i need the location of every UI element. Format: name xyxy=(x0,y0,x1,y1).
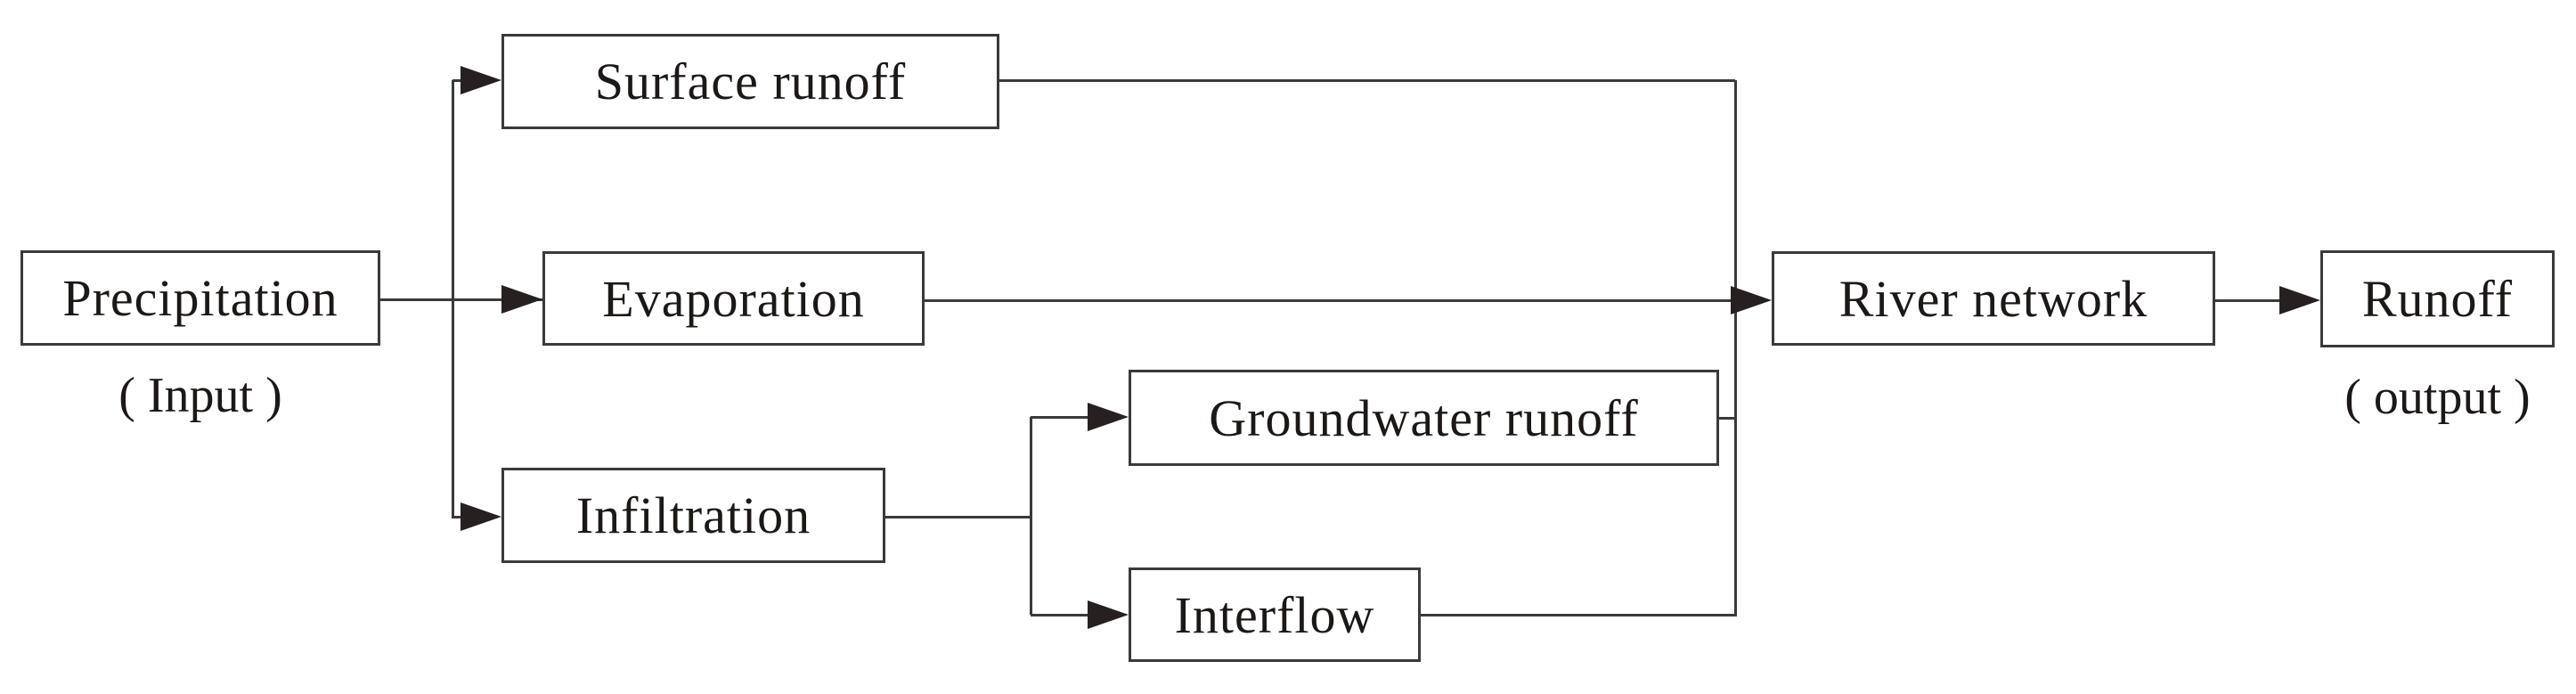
node-evaporation: Evaporation xyxy=(542,251,925,346)
arrowhead-right-icon xyxy=(1731,286,1772,314)
connector-segment xyxy=(885,516,1032,518)
node-interflow: Interflow xyxy=(1129,567,1421,662)
arrowhead-right-icon xyxy=(461,66,501,94)
node-precipitation: Precipitation xyxy=(20,250,380,346)
caption-runoff: ( output ) xyxy=(2344,370,2531,425)
connector-segment xyxy=(380,298,542,301)
arrowhead-right-icon xyxy=(2279,286,2320,314)
connector-segment xyxy=(2215,299,2291,302)
node-groundwater-runoff: Groundwater runoff xyxy=(1129,370,1719,466)
connector-segment xyxy=(925,299,1744,302)
node-runoff: Runoff xyxy=(2320,250,2555,347)
connector-segment xyxy=(1030,417,1032,615)
node-surface-runoff: Surface runoff xyxy=(501,34,999,129)
arrowhead-right-icon xyxy=(461,502,501,531)
caption-precipitation: ( Input ) xyxy=(118,368,282,423)
connector-segment xyxy=(1421,614,1737,616)
connector-segment xyxy=(452,80,454,518)
node-river-network: River network xyxy=(1772,251,2215,346)
connector-segment xyxy=(1734,80,1737,615)
connector-segment xyxy=(1031,416,1102,419)
connector-segment xyxy=(999,79,1735,82)
arrowhead-right-icon xyxy=(1088,600,1129,629)
connector-segment xyxy=(1719,417,1737,420)
arrowhead-right-icon xyxy=(1088,403,1129,431)
connector-segment xyxy=(1031,614,1102,616)
arrowhead-right-icon xyxy=(501,285,542,314)
node-infiltration: Infiltration xyxy=(501,468,885,563)
